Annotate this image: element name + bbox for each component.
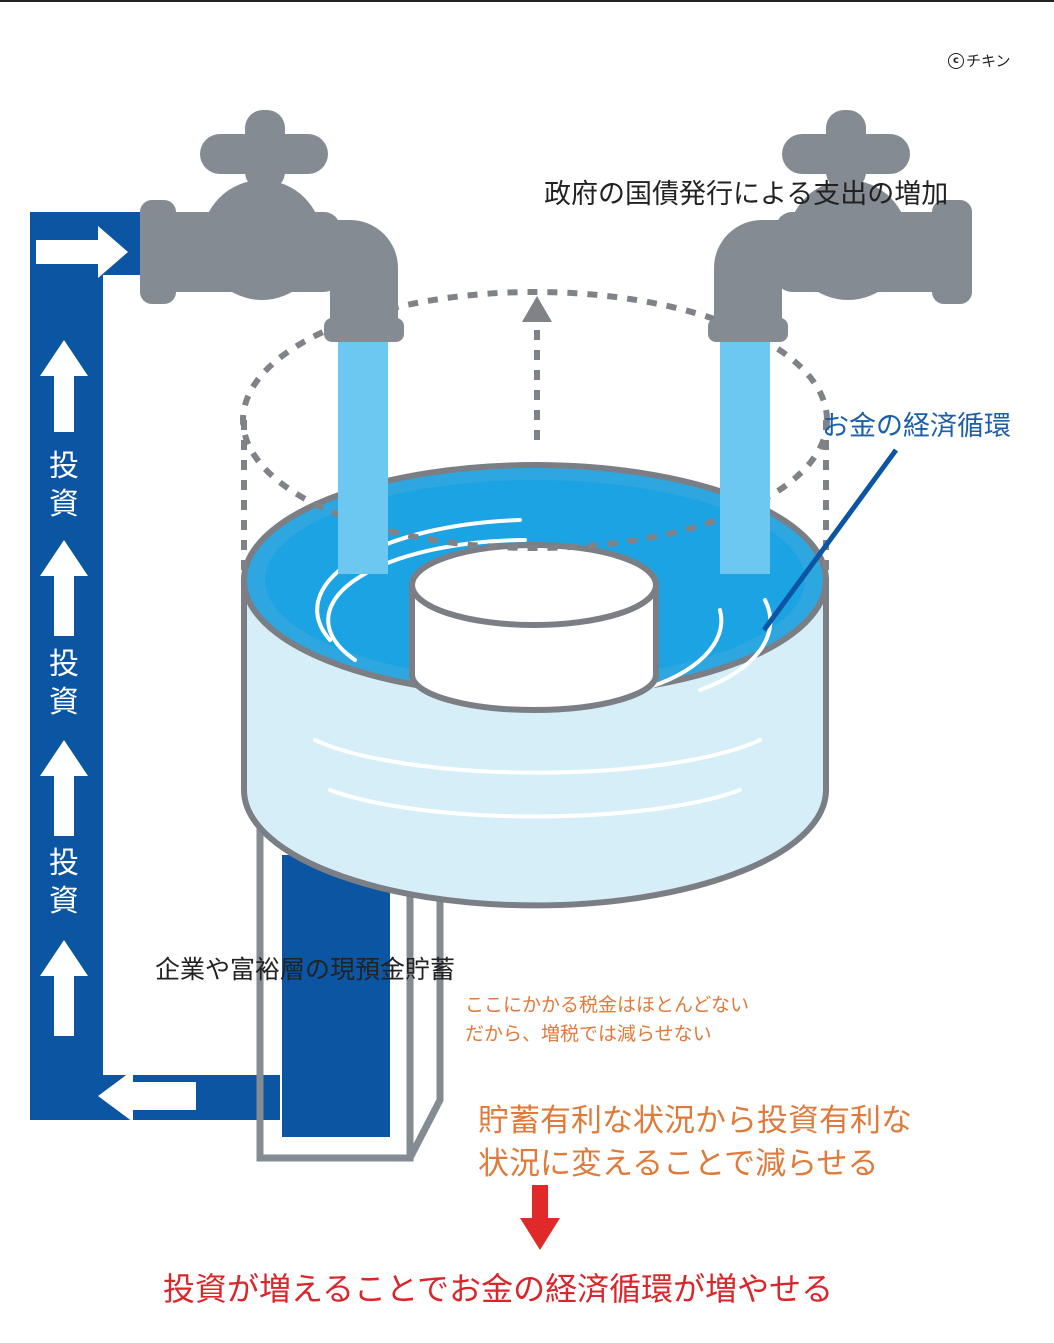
savings-block [256, 790, 444, 1162]
dashed-level-outline [240, 289, 830, 580]
arrow-up-icon [40, 340, 88, 432]
savings-pipe [282, 855, 390, 1137]
investment-label: 投 資 [44, 448, 84, 524]
top-border-line [0, 0, 1054, 2]
investment-char: 投 [49, 449, 79, 484]
investment-char: 資 [49, 487, 79, 522]
investment-char: 投 [49, 846, 79, 881]
copyright-icon: c [948, 52, 964, 69]
copyright-mark: c チキン [948, 50, 1011, 71]
arrow-up-icon [40, 940, 88, 1036]
copyright-text: チキン [966, 52, 1011, 70]
circulation-leader-line [761, 448, 899, 632]
conclusion-text: 投資が増えることでお金の経済循環が増やせる [163, 1270, 834, 1308]
savings-label: 企業や富裕層の現預金貯蓄 [155, 955, 456, 984]
arrow-left-icon [98, 1070, 196, 1122]
reduce-note-line1: 貯蓄有利な状況から投資有利な [478, 1103, 912, 1139]
money-circulation-label: お金の経済循環 [822, 411, 1011, 442]
investment-char: 投 [49, 647, 79, 682]
right-faucet-icon [708, 110, 972, 342]
investment-label: 投 資 [44, 845, 84, 921]
investment-char: 資 [49, 884, 79, 919]
arrow-up-icon [40, 740, 88, 836]
red-arrow-down-icon [520, 1185, 560, 1250]
water-tank [241, 462, 829, 909]
gov-spending-label: 政府の国債発行による支出の増加 [544, 179, 949, 210]
investment-label: 投 資 [44, 646, 84, 722]
right-water-stream [720, 338, 770, 574]
reduce-note-line2: 状況に変えることで減らせる [478, 1146, 879, 1182]
arrow-right-icon [36, 226, 128, 278]
tax-note-line1: ここにかかる税金はほとんどない [465, 994, 750, 1016]
dashed-arrow-up-icon [522, 296, 552, 322]
investment-char: 資 [49, 685, 79, 720]
left-faucet-icon [140, 110, 404, 342]
left-water-stream [338, 338, 388, 574]
arrow-up-icon [40, 540, 88, 636]
tax-note-line2: だから、増税では減らせない [465, 1023, 712, 1045]
investment-pipe [30, 212, 390, 1137]
